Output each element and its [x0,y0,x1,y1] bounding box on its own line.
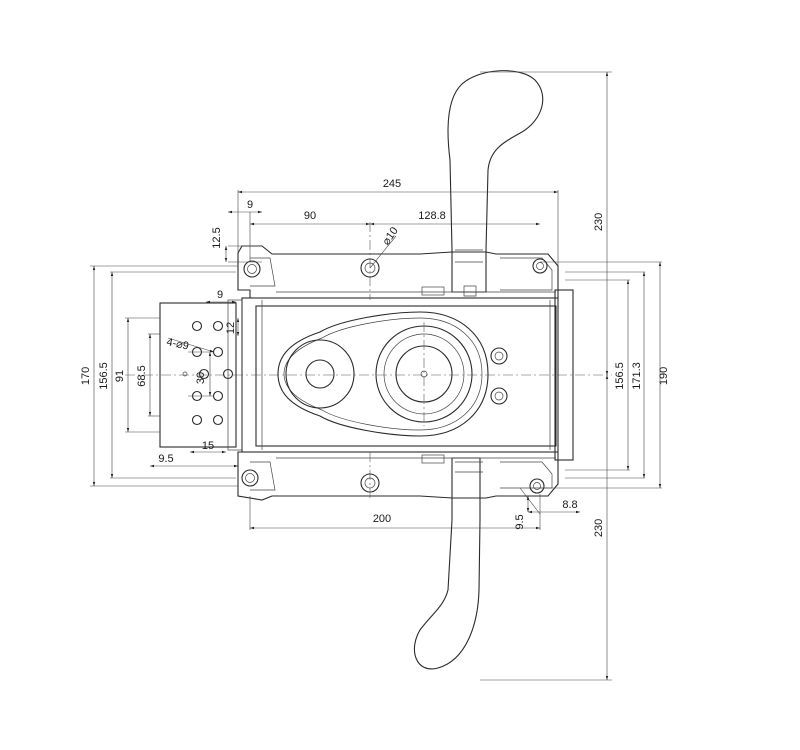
center-lines [125,222,612,500]
dim-height-68: 68.5 [136,365,148,386]
dim-hole-to-hole: 90 [304,210,316,222]
upper-lever [447,70,544,297]
dim-pattern-holes: 4-⌀9 [165,336,190,352]
lower-lever [413,457,483,670]
dimension-lines [92,72,662,680]
dim-lever-upper: 230 [593,213,605,231]
dim-bottom-9-5: 9.5 [514,514,526,529]
dim-overall-width: 245 [383,178,401,190]
dim-offset-15: 15 [202,440,214,452]
dim-left-tab: 9 [217,289,223,301]
bottom-mounting-plate [237,451,559,501]
gear-mechanism [277,311,508,437]
dim-offset-9-5: 9.5 [158,453,173,465]
dim-hole-to-edge: 128.8 [418,210,446,222]
extension-lines [90,71,662,681]
dim-lever-lower: 230 [593,519,605,537]
dim-hole-diameter: ⌀10 [380,225,401,247]
dimension-labels: 245 9 90 128.8 ⌀10 12.5 9 12 4-⌀9 170 15… [80,178,670,537]
dim-right-190: 190 [658,367,670,385]
dim-bottom-8-8: 8.8 [562,499,577,511]
top-mounting-plate [237,245,559,299]
dim-outer-height: 170 [80,367,92,385]
dim-pattern-30: 30 [195,372,207,384]
dim-tab-width: 9 [247,199,253,211]
dim-height-156: 156.5 [98,362,110,390]
dim-bottom-span: 200 [373,513,391,525]
dim-right-156: 156.5 [614,362,626,390]
dim-right-171: 171.3 [631,362,643,390]
dim-height-91: 91 [114,370,126,382]
dim-tab-height: 12.5 [211,227,223,248]
dim-small-height: 12 [225,322,237,334]
